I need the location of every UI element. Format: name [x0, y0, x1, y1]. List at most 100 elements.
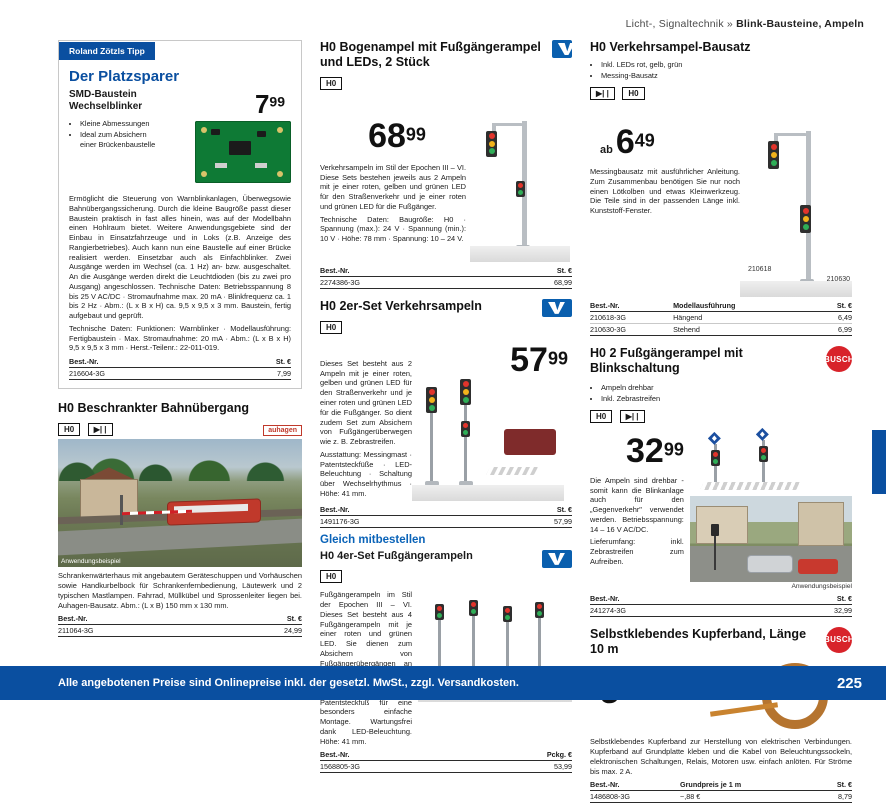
cell-price: 68,99	[493, 276, 572, 289]
col-header-modell: Modellausführung	[673, 301, 817, 313]
page-thumb-tab	[872, 430, 886, 494]
bue-description: Schrankenwärterhaus mit angebautem Gerät…	[58, 571, 302, 610]
price-cents: 99	[663, 439, 684, 460]
price-int: 6	[615, 123, 635, 162]
pedestrian-light	[461, 420, 470, 437]
image-label-right: 210630	[826, 276, 850, 284]
page-footer: Alle angebotenen Preise sind Onlinepreis…	[0, 666, 886, 700]
zebra-sign-icon	[707, 431, 721, 445]
zweierset-image	[412, 375, 564, 501]
bausatz-description: Messingbausatz mit ausführlicher Anleitu…	[590, 167, 740, 216]
fussgaenger2-bullet-list: Ampeln drehbar Inkl. Zebrastreifen	[590, 383, 852, 404]
busch-logo: BUSCH	[824, 346, 854, 373]
bogenampel-article-table: Best.-Nr. St. € 2274386-3G 68,99	[320, 265, 572, 289]
pedestrian-light	[758, 445, 768, 462]
pedestrian-light	[503, 606, 512, 623]
col-header-price: St. €	[493, 504, 572, 516]
product-title-fussgaenger2: H0 2 Fußgängerampel mit Blinkschaltung	[590, 346, 743, 375]
col-header-price: St. €	[816, 301, 852, 313]
bausatz-image: 210618 210630	[740, 109, 852, 298]
pedestrian-light	[516, 180, 525, 197]
breadcrumb-right: Blink-Bausteine, Ampeln	[736, 18, 864, 30]
tip-description: Ermöglicht die Steuerung von Warnblinkan…	[69, 194, 291, 321]
price-cents: 99	[405, 124, 426, 145]
breadcrumb-left: Licht-, Signaltechnik	[625, 18, 724, 30]
badge-led: ▶| |	[590, 86, 615, 100]
mitbestellen-article-table: Best.-Nr. Pckg. € 1568805-3G 53,99	[320, 750, 572, 774]
price-fussgaenger2: 3299	[626, 434, 684, 468]
product-fussgaengerampel-blink: H0 2 Fußgängerampel mit Blinkschaltung B…	[590, 346, 854, 617]
image-caption: Anwendungsbeispiel	[791, 582, 853, 590]
product-bausatz: H0 Verkehrsampel-Bausatz Inkl. LEDs rot,…	[590, 40, 852, 337]
page-number: 225	[836, 674, 862, 692]
col-header-price: St. €	[817, 780, 852, 792]
col-header-bestnr: Best.-Nr.	[320, 750, 475, 762]
bausatz-article-table: Best.-Nr. Modellausführung St. € 210618-…	[590, 301, 852, 337]
product-2er-set: H0 2er-Set Verkehrsampeln H0 Dieses Set …	[320, 298, 572, 528]
pedestrian-light	[435, 604, 444, 621]
tip-price: 799	[173, 91, 285, 117]
badge-scale-h0: H0	[622, 86, 645, 100]
fussgaenger2-article-table: Best.-Nr. St. € 241274-3G 32,99	[590, 593, 852, 617]
col-header-bestnr: Best.-Nr.	[320, 504, 494, 516]
cell-bestnr: 1486808-3G	[590, 790, 681, 803]
col-header-bestnr: Best.-Nr.	[590, 593, 765, 605]
badge-led: ▶| |	[619, 409, 645, 423]
cell-bestnr: 2274386-3G	[320, 276, 494, 289]
col-header-bestnr: Best.-Nr.	[58, 614, 220, 626]
traffic-light-head-standing	[800, 205, 811, 234]
table-row: 210618-3G Hängend 6,49	[590, 311, 852, 325]
catalog-page: Licht-, Signaltechnik » Blink-Bausteine,…	[0, 0, 886, 700]
cell-bestnr: 1568805-3G	[320, 760, 475, 774]
viessmann-logo	[551, 40, 572, 58]
tip-bullet-list: Kleine Abmessungen Ideal zum Absichern e…	[69, 119, 165, 150]
tip-article-table: Best.-Nr. St. € 216604-3G 7,99	[69, 357, 291, 381]
bue-article-table: Best.-Nr. St. € 211064-3G 24,99	[58, 614, 302, 638]
badge-scale-h0: H0	[320, 76, 343, 90]
tip-price-int: 7	[254, 89, 270, 119]
product-bogenampel: H0 Bogenampel mit Fußgängerampel und LED…	[320, 40, 572, 289]
viessmann-logo	[542, 549, 572, 568]
badge-scale-h0: H0	[320, 320, 343, 334]
tip-headline: Der Platzsparer	[69, 68, 180, 85]
traffic-light-head	[768, 141, 779, 170]
cell-price: 32,99	[764, 604, 852, 617]
cell-bestnr: 210630-3G	[590, 323, 674, 337]
fussgaenger2-delivery: Lieferumfang: inkl. Zebrastreifen zum Au…	[590, 537, 684, 566]
price-bausatz: ab 649	[600, 125, 740, 159]
col-header-grundpreis: Grundpreis je 1 m	[680, 780, 818, 792]
cell-price: 6,49	[816, 311, 852, 325]
image-caption: Anwendungsbeispiel	[61, 558, 121, 566]
cell-price: 53,99	[474, 760, 572, 774]
price-cents: 49	[634, 130, 655, 151]
bogenampel-technical: Technische Daten: Baugröße: H0 · Spannun…	[320, 214, 466, 244]
pedestrian-light	[469, 600, 478, 617]
bogenampel-description: Verkehrsampeln im Stil der Epochen III –…	[320, 162, 466, 211]
zweierset-technical: Ausstattung: Messingmast · Patentsteckfü…	[320, 449, 412, 498]
viessmann-logo	[542, 298, 572, 317]
product-title-2er-set: H0 2er-Set Verkehrsampeln	[320, 298, 482, 313]
smd-board-image	[195, 121, 291, 183]
badge-scale-h0: H0	[58, 423, 81, 437]
price-2er-set: 5799	[510, 343, 568, 377]
auhagen-logo: auhagen	[263, 424, 302, 436]
product-kupferband: Selbstklebendes Kupferband, Länge 10 m B…	[590, 626, 854, 803]
price-cents: 99	[547, 348, 568, 369]
badge-scale-h0: H0	[320, 569, 343, 584]
tip-product-line1: SMD-Baustein	[69, 89, 137, 100]
page-title: H0 Beschrankter Bahnübergang	[58, 401, 250, 416]
pedestrian-light	[535, 602, 544, 619]
traffic-light-head	[426, 386, 437, 413]
price-int: 57	[510, 340, 548, 379]
page-header: Licht-, Signaltechnik » Blink-Bausteine,…	[626, 18, 864, 30]
bahnuebergang-photo: Anwendungsbeispiel	[58, 439, 302, 568]
tip-box: Roland Zötzls Tipp Der Platzsparer SMD-B…	[58, 40, 302, 390]
cell-bestnr: 210618-3G	[590, 311, 674, 325]
product-title-kupferband: Selbstklebendes Kupferband, Länge 10 m	[590, 626, 807, 656]
fussgaenger2-bullet: Inkl. Zebrastreifen	[601, 394, 852, 404]
cell-price: 57,99	[493, 515, 572, 528]
table-row: 1491176-3G 57,99	[320, 515, 572, 528]
column-left: Roland Zötzls Tipp Der Platzsparer SMD-B…	[58, 40, 302, 638]
tip-technical: Technische Daten: Funktionen: Warnblinke…	[69, 323, 291, 353]
table-row: 241274-3G 32,99	[590, 604, 852, 617]
